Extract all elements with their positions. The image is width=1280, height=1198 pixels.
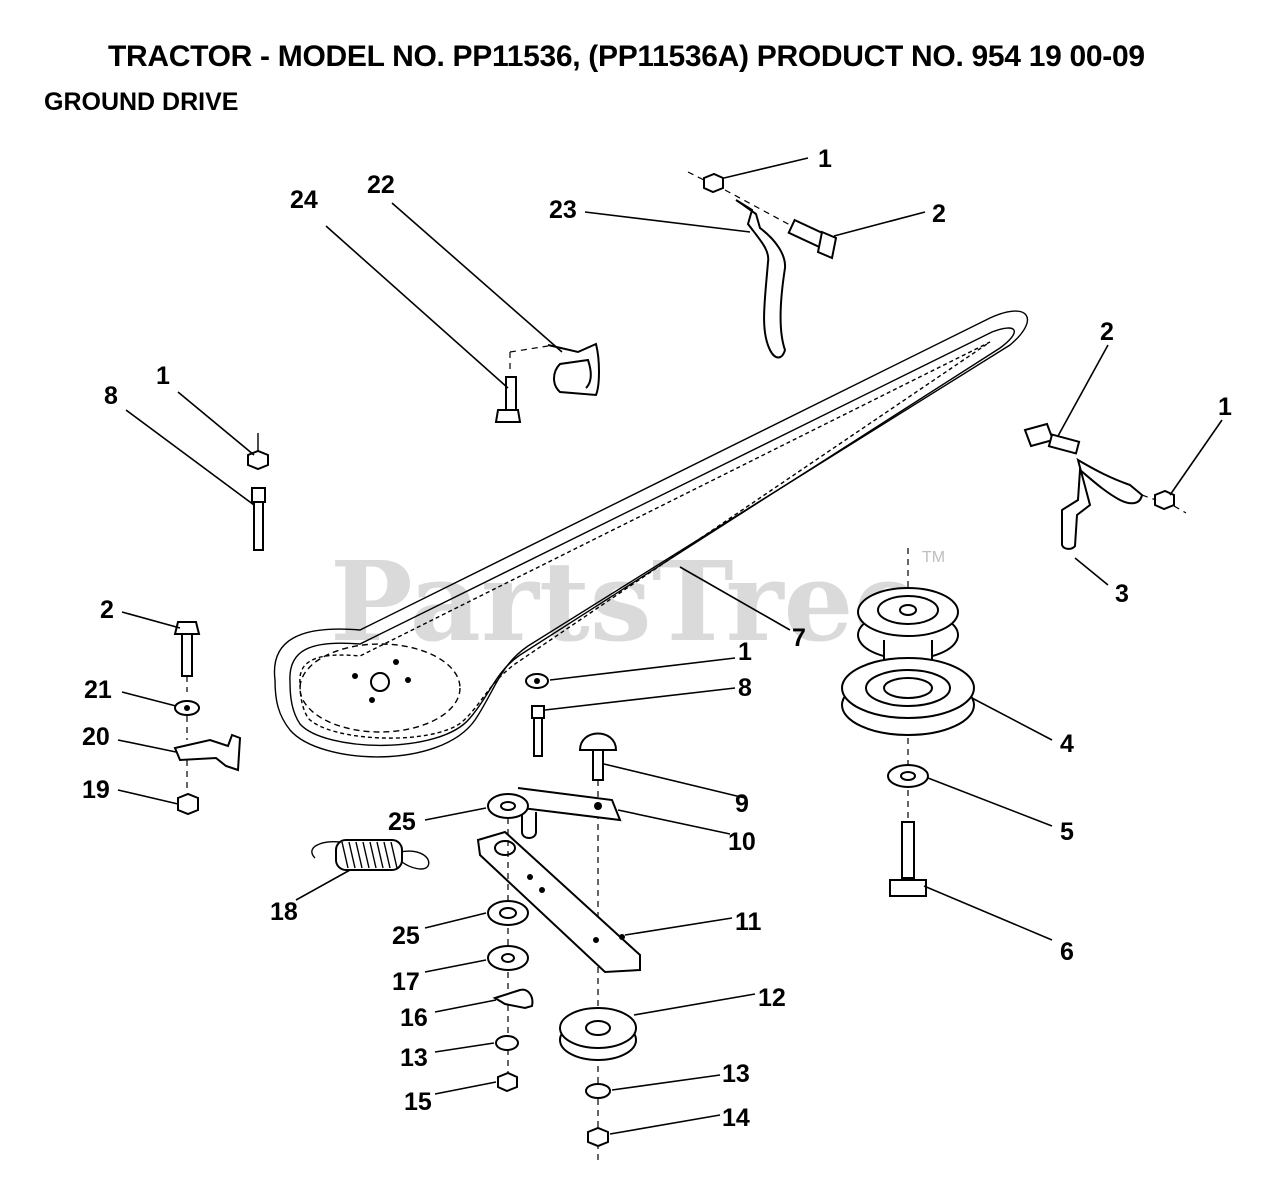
callout-14: 14 <box>722 1104 750 1132</box>
pulley-bolt <box>887 764 929 897</box>
brake-arm-left <box>173 621 242 816</box>
callout-6: 6 <box>1060 938 1074 966</box>
callout-11: 11 <box>735 908 762 936</box>
carriage-bolt <box>578 732 618 1160</box>
callout-19: 19 <box>82 776 110 804</box>
callout-7: 7 <box>792 624 806 652</box>
callout-labels: 1 2 23 22 24 2 1 3 1 8 7 2 21 20 19 1 8 … <box>82 145 1232 1132</box>
callout-12: 12 <box>758 984 786 1012</box>
callout-18: 18 <box>270 898 298 926</box>
spacer-stack <box>487 793 534 1093</box>
idler-pin-left <box>247 433 269 551</box>
callout-23: 23 <box>549 196 577 224</box>
leader-lines <box>117 157 1223 1135</box>
callout-25b: 25 <box>392 922 420 950</box>
callout-4: 4 <box>1060 730 1074 758</box>
callout-24: 24 <box>290 186 318 214</box>
callout-13a: 13 <box>400 1044 428 1072</box>
drive-belt <box>273 310 1029 758</box>
tension-spring <box>311 839 430 871</box>
callout-5: 5 <box>1060 818 1074 846</box>
idler-arm-bracket <box>517 787 622 839</box>
callout-22: 22 <box>367 171 395 199</box>
callout-16: 16 <box>400 1004 428 1032</box>
callout-10: 10 <box>728 828 756 856</box>
watermark-tm: TM <box>922 549 945 566</box>
callout-25a: 25 <box>388 808 416 836</box>
callout-2c: 2 <box>100 596 114 624</box>
page-title: TRACTOR - MODEL NO. PP11536, (PP11536A) … <box>108 40 1145 73</box>
belt-guide-top <box>687 171 838 359</box>
callout-20: 20 <box>82 723 110 751</box>
callout-8a: 8 <box>104 382 118 410</box>
belt-pulley <box>299 643 461 733</box>
idler-pin-center <box>525 673 549 757</box>
callout-8b: 8 <box>738 674 752 702</box>
idler-pulley <box>559 1007 637 1148</box>
callout-1b: 1 <box>1218 393 1232 421</box>
callout-9: 9 <box>735 790 749 818</box>
transmission-pulley <box>841 548 975 765</box>
callout-13b: 13 <box>722 1060 750 1088</box>
belt-guide-right <box>1023 422 1187 550</box>
callout-15: 15 <box>404 1088 432 1116</box>
belt-guide-center <box>494 342 600 423</box>
callout-1d: 1 <box>738 638 752 666</box>
section-title: GROUND DRIVE <box>44 88 239 116</box>
callout-1c: 1 <box>156 362 170 390</box>
watermark-text: PartsTree <box>330 537 924 666</box>
callout-3: 3 <box>1115 580 1129 608</box>
callout-2b: 2 <box>1100 318 1114 346</box>
idler-plate <box>476 830 641 974</box>
callout-17: 17 <box>392 968 420 996</box>
callout-21: 21 <box>84 676 112 704</box>
callout-2a: 2 <box>932 200 946 228</box>
callout-1a: 1 <box>818 145 832 173</box>
